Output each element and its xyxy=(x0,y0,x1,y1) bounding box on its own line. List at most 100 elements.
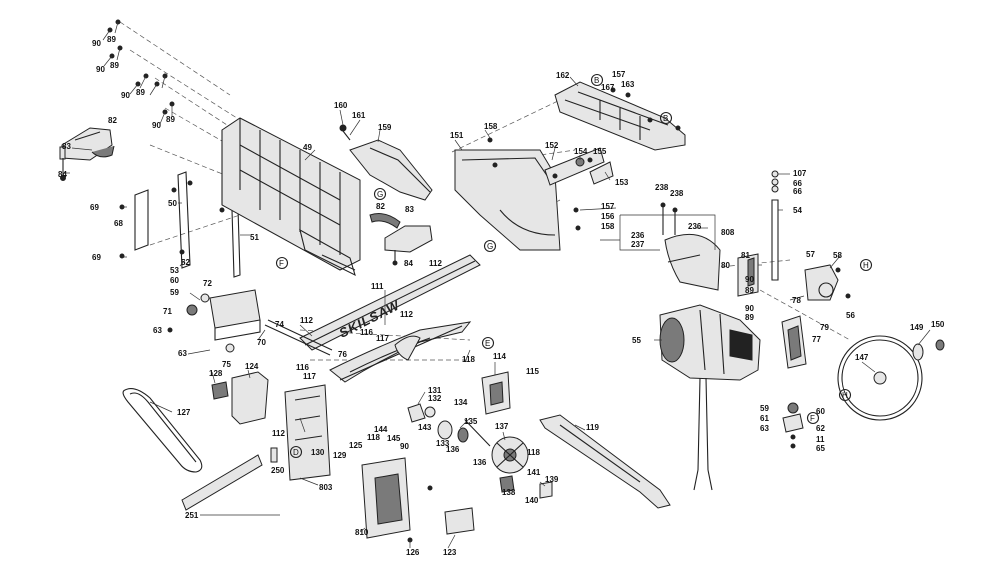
part-label: 56 xyxy=(846,311,855,320)
part-label: 129 xyxy=(333,451,347,460)
svg-text:E: E xyxy=(485,339,490,348)
part-label: 52 xyxy=(181,258,190,267)
arbor-bracket xyxy=(781,264,851,369)
svg-text:F: F xyxy=(810,414,815,423)
part-label: 61 xyxy=(760,414,769,423)
svg-text:G: G xyxy=(377,190,383,199)
bracket-152 xyxy=(544,147,614,231)
part-label: 84 xyxy=(58,170,67,179)
riving-knife-808 xyxy=(619,202,721,291)
part-label: 167 xyxy=(601,83,615,92)
part-label: 59 xyxy=(760,404,769,413)
part-label: 89 xyxy=(745,313,754,322)
part-label: 79 xyxy=(820,323,829,332)
part-label: 62 xyxy=(816,424,825,433)
part-label: 162 xyxy=(556,71,570,80)
part-label: 70 xyxy=(257,338,266,347)
part-label: 82 xyxy=(108,116,117,125)
carry-handle-119 xyxy=(539,414,671,509)
part-label: 116 xyxy=(296,363,309,372)
part-label: 154 xyxy=(574,147,588,156)
part-label: 139 xyxy=(545,475,559,484)
part-label: 116 xyxy=(360,328,373,337)
part-label: 137 xyxy=(495,422,509,431)
knob-cluster-right xyxy=(782,402,804,449)
part-label: 57 xyxy=(806,250,815,259)
ref-b-2: B xyxy=(659,111,673,125)
part-label: 118 xyxy=(462,355,475,364)
part-label: 130 xyxy=(311,448,325,457)
part-label: 60 xyxy=(816,407,825,416)
ref-g-1: G xyxy=(373,187,387,201)
part-label: 125 xyxy=(349,441,363,450)
ref-h-2: H xyxy=(838,388,852,402)
part-label: 82 xyxy=(376,202,385,211)
part-label: 159 xyxy=(378,123,392,132)
part-label: 136 xyxy=(473,458,487,467)
side-panel-151 xyxy=(454,137,561,251)
part-label: 131 xyxy=(428,386,442,395)
part-label: 160 xyxy=(334,101,348,110)
part-label: 72 xyxy=(203,279,212,288)
part-label: 74 xyxy=(275,320,284,329)
part-label: 145 xyxy=(387,434,401,443)
svg-text:H: H xyxy=(842,391,848,400)
part-label: 89 xyxy=(745,286,754,295)
part-label: 136 xyxy=(446,445,460,454)
clamp-assembly-left xyxy=(59,127,115,181)
part-label: 138 xyxy=(502,488,516,497)
part-label: 127 xyxy=(177,408,191,417)
part-label: 156 xyxy=(601,212,615,221)
part-label: 808 xyxy=(721,228,735,237)
part-label: 55 xyxy=(632,336,641,345)
part-label: 163 xyxy=(621,80,635,89)
part-label: 53 xyxy=(170,266,179,275)
ref-g-2: G xyxy=(483,239,497,253)
part-label: 81 xyxy=(741,251,750,260)
part-label: 65 xyxy=(816,444,825,453)
part-label: 90 xyxy=(152,121,161,130)
bevel-adjust-assembly xyxy=(407,403,491,447)
part-label: 59 xyxy=(170,288,179,297)
ref-e: E xyxy=(481,336,495,350)
part-label: 144 xyxy=(374,425,388,434)
part-label: 58 xyxy=(833,251,842,260)
part-label: 152 xyxy=(545,141,559,150)
part-label: 135 xyxy=(464,417,478,426)
part-label: 90 xyxy=(400,442,409,451)
part-label: 118 xyxy=(367,433,380,442)
drive-belt-127 xyxy=(122,388,203,473)
part-label: 63 xyxy=(153,326,162,335)
part-label: 157 xyxy=(612,70,626,79)
part-number-labels: 90 89 90 89 90 89 90 89 82 83 84 69 68 6… xyxy=(58,35,945,557)
part-label: 50 xyxy=(168,199,177,208)
part-label: 238 xyxy=(670,189,684,198)
part-label: 80 xyxy=(721,261,730,270)
part-label: 157 xyxy=(601,202,615,211)
part-label: 140 xyxy=(525,496,539,505)
leader-lines xyxy=(63,76,931,549)
part-label: 236 xyxy=(631,231,645,240)
screw-cluster-top-left xyxy=(102,19,175,125)
svg-text:D: D xyxy=(293,448,299,457)
rip-fence xyxy=(329,321,472,383)
tilt-rod-54 xyxy=(737,170,779,297)
part-label: 237 xyxy=(631,240,645,249)
part-label: 83 xyxy=(405,205,414,214)
ref-b-1: B xyxy=(590,73,604,87)
part-label: 90 xyxy=(96,65,105,74)
part-label: 54 xyxy=(793,206,802,215)
part-label: 143 xyxy=(418,423,432,432)
part-label: 158 xyxy=(484,122,498,131)
part-label: 89 xyxy=(166,115,175,124)
part-label: 155 xyxy=(593,147,607,156)
part-label: 124 xyxy=(245,362,259,371)
fence-rail-111: SKILSAW xyxy=(299,254,481,351)
part-label: 134 xyxy=(454,398,468,407)
part-label: 133 xyxy=(436,439,450,448)
reference-markers: B B G G F F E D H H xyxy=(275,73,873,459)
part-label: 89 xyxy=(110,61,119,70)
part-label: 126 xyxy=(406,548,420,557)
part-label: 132 xyxy=(428,394,442,403)
